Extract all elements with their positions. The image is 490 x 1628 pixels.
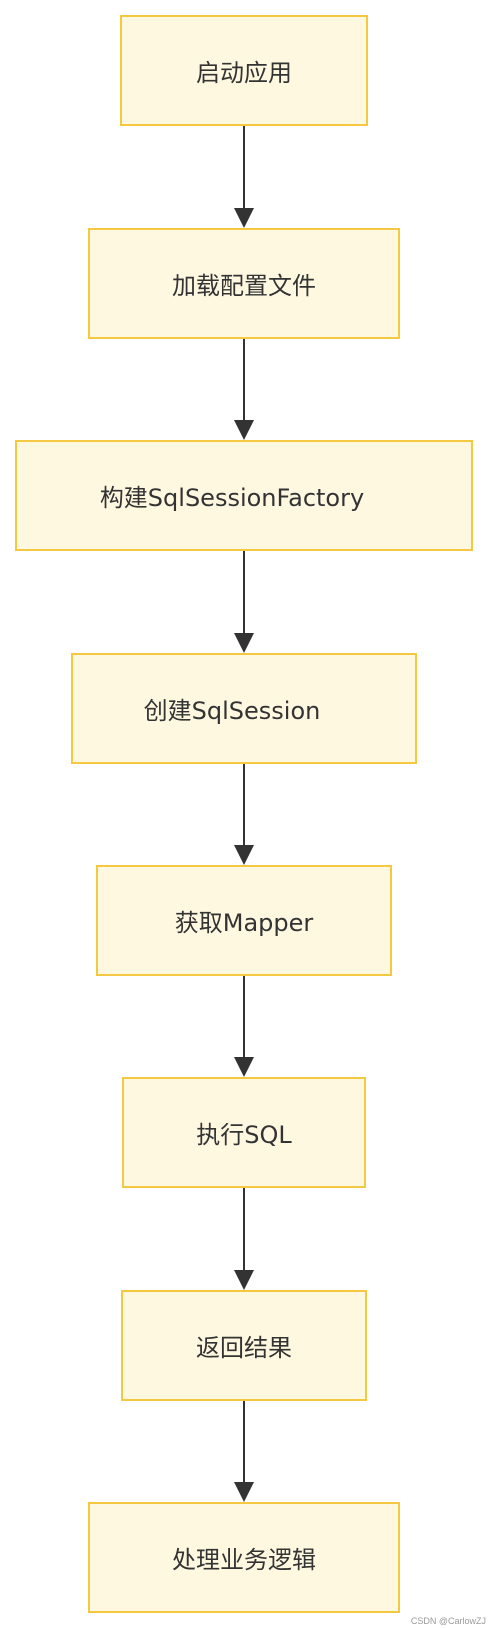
step-execute-sql: 执行SQL bbox=[122, 1077, 366, 1188]
step-label: 返回结果 bbox=[196, 1334, 292, 1362]
step-label: 构建SqlSessionFactory bbox=[99, 484, 365, 512]
step-label: 处理业务逻辑 bbox=[172, 1546, 316, 1574]
step-build-factory: 构建SqlSessionFactory bbox=[15, 440, 473, 551]
step-return-result: 返回结果 bbox=[121, 1290, 367, 1401]
step-create-session: 创建SqlSession bbox=[71, 653, 417, 764]
step-label: 创建SqlSession bbox=[143, 697, 321, 725]
step-label: 启动应用 bbox=[196, 59, 292, 87]
step-handle-logic: 处理业务逻辑 bbox=[88, 1502, 400, 1613]
step-get-mapper: 获取Mapper bbox=[96, 865, 392, 976]
step-label: 获取Mapper bbox=[174, 909, 314, 937]
step-load-config: 加载配置文件 bbox=[88, 228, 400, 339]
step-start-app: 启动应用 bbox=[120, 15, 368, 126]
step-label: 执行SQL bbox=[196, 1121, 292, 1149]
step-label: 加载配置文件 bbox=[172, 272, 316, 300]
watermark: CSDN @CarlowZJ bbox=[410, 1616, 486, 1626]
